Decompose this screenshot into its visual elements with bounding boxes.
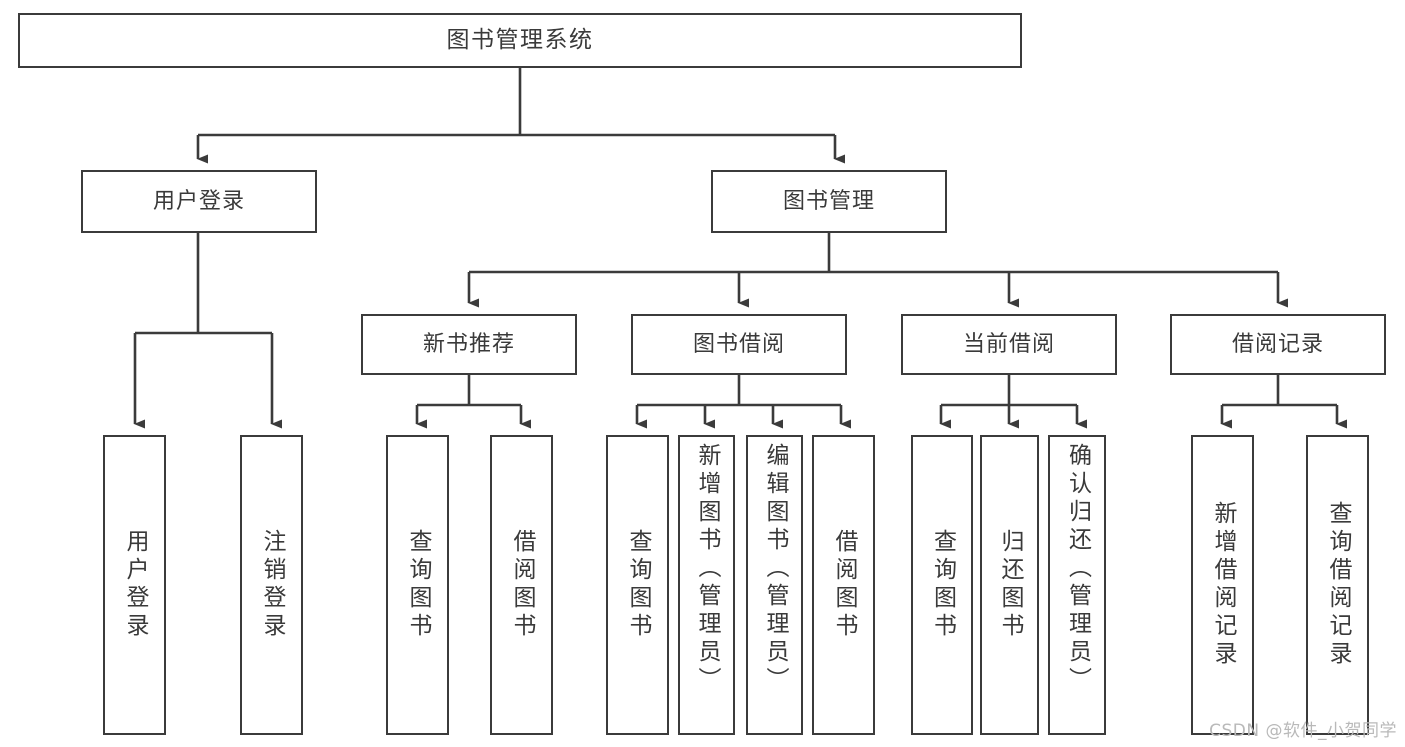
node-label: 查询借阅记录 (1325, 501, 1351, 669)
node-label: 确认归还（管理员） (1064, 443, 1091, 695)
node-label: 图书管理系统 (446, 26, 594, 53)
node-leaf-borrow-book[interactable]: 借阅图书 (812, 435, 875, 735)
node-label: 归还图书 (997, 529, 1023, 641)
node-label: 编辑图书（管理员） (762, 443, 788, 695)
node-label: 新增借阅记录 (1210, 501, 1236, 669)
node-root-book-management-system[interactable]: 图书管理系统 (18, 13, 1022, 68)
node-label: 用户登录 (152, 188, 245, 214)
node-book-borrow[interactable]: 图书借阅 (631, 314, 847, 375)
node-current-borrow[interactable]: 当前借阅 (901, 314, 1117, 375)
node-leaf-query-book-recommend[interactable]: 查询图书 (386, 435, 449, 735)
csdn-watermark: CSDN @软件_小贺同学 (1209, 721, 1397, 741)
node-leaf-confirm-return-admin[interactable]: 确认归还（管理员） (1048, 435, 1106, 735)
node-book-manage[interactable]: 图书管理 (711, 170, 947, 233)
node-label: 借阅图书 (509, 529, 535, 641)
node-leaf-user-login[interactable]: 用户登录 (103, 435, 166, 735)
node-label: 借阅记录 (1231, 331, 1324, 357)
node-leaf-add-book-admin[interactable]: 新增图书（管理员） (678, 435, 735, 735)
node-label: 用户登录 (122, 529, 148, 641)
node-leaf-return-book[interactable]: 归还图书 (980, 435, 1039, 735)
node-label: 查询图书 (929, 529, 956, 641)
node-leaf-edit-book-admin[interactable]: 编辑图书（管理员） (746, 435, 803, 735)
node-borrow-record[interactable]: 借阅记录 (1170, 314, 1386, 375)
node-label: 当前借阅 (962, 331, 1055, 357)
node-label: 查询图书 (405, 529, 431, 641)
node-leaf-borrow-book-recommend[interactable]: 借阅图书 (490, 435, 553, 735)
node-label: 新增图书（管理员） (694, 443, 720, 695)
node-label: 图书管理 (782, 188, 875, 214)
node-leaf-query-book-borrow[interactable]: 查询图书 (606, 435, 669, 735)
node-new-book-recommend[interactable]: 新书推荐 (361, 314, 577, 375)
node-leaf-logout-login[interactable]: 注销登录 (240, 435, 303, 735)
node-label: 借阅图书 (831, 529, 857, 641)
node-leaf-query-borrow-record[interactable]: 查询借阅记录 (1306, 435, 1369, 735)
node-leaf-add-borrow-record[interactable]: 新增借阅记录 (1191, 435, 1254, 735)
node-label: 注销登录 (259, 529, 285, 641)
node-label: 图书借阅 (692, 331, 785, 357)
node-label: 查询图书 (625, 529, 651, 641)
node-label: 新书推荐 (422, 331, 515, 357)
node-leaf-query-book-current[interactable]: 查询图书 (911, 435, 973, 735)
node-user-login[interactable]: 用户登录 (81, 170, 317, 233)
